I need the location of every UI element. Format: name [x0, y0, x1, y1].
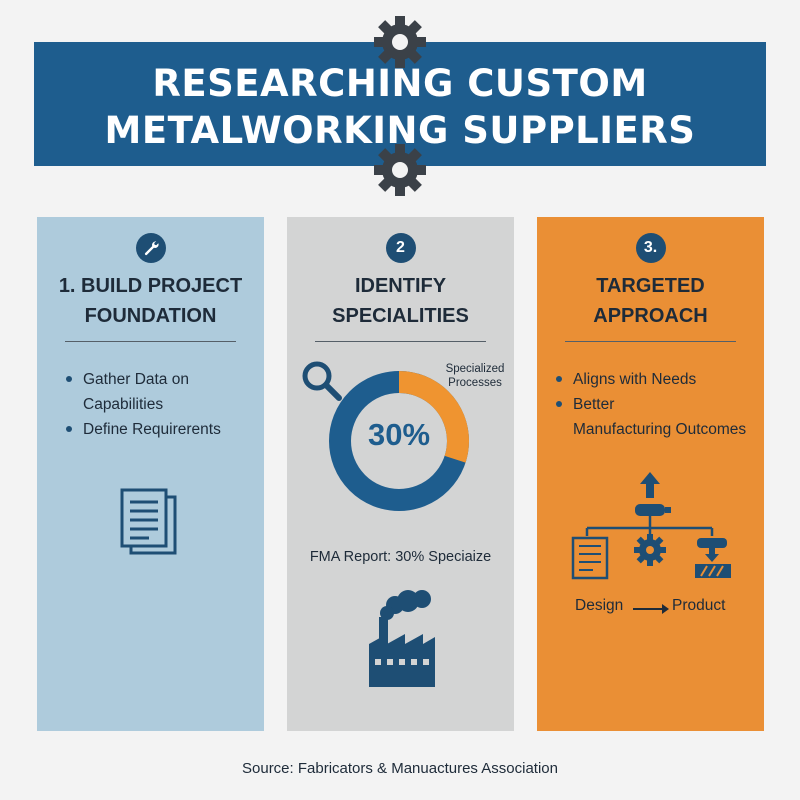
step-1-title-line-2: FOUNDATION	[84, 305, 217, 327]
fma-note: FMA Report: 30% Speciaize	[309, 549, 492, 565]
magnifier-icon	[302, 361, 342, 401]
step-2-panel: 2 IDENTIFY SPECIALITIES Specialized Proc…	[287, 217, 514, 731]
step-2-title-line-2: SPECIALITIES	[332, 305, 469, 327]
step-3-title-line-2: APPROACH	[593, 305, 708, 327]
specialization-donut	[329, 371, 469, 511]
factory-icon	[369, 590, 435, 687]
list-item: Aligns with Needs	[553, 367, 758, 392]
donut-label: Specialized Processes	[435, 362, 515, 390]
step-2-badge: 2	[385, 233, 416, 263]
bullet-text: Aligns with Needs	[573, 371, 697, 388]
page-title: RESEARCHING CUSTOM METALWORKING SUPPLIER…	[34, 60, 766, 154]
list-item: Gather Data on Capabilities	[63, 367, 252, 417]
gear-icon	[374, 16, 426, 68]
design-to-product-diagram	[571, 472, 731, 580]
bullet-text: Gather Data on	[83, 371, 189, 388]
step-1-title-line-1: 1. BUILD PROJECT	[58, 275, 243, 297]
wrench-icon	[144, 241, 159, 256]
list-item: Define Requirerents	[63, 417, 252, 442]
donut-percentage: 30%	[367, 417, 431, 452]
divider	[65, 341, 236, 342]
source-caption: Source: Fabricators & Manuactures Associ…	[242, 760, 558, 777]
gear-icon	[634, 534, 666, 566]
donut-label-line-1: Specialized	[445, 363, 505, 375]
bullet-text: Define Requirerents	[83, 421, 221, 438]
list-item: Better Manufacturing Outcomes	[553, 392, 758, 442]
step-2-title: IDENTIFY SPECIALITIES	[287, 271, 514, 331]
step-3-badge: 3.	[635, 233, 666, 263]
step-1-bullets: Gather Data on Capabilities Define Requi…	[63, 367, 252, 442]
bullet-text: Better	[573, 396, 615, 413]
step-3-title-line-1: TARGETED	[596, 275, 705, 297]
wrench-badge	[135, 233, 166, 263]
step-2-title-line-1: IDENTIFY	[354, 275, 447, 297]
donut-segment-specialized	[398, 371, 469, 463]
step-3-panel: 3. TARGETED APPROACH Aligns with Needs B…	[537, 217, 764, 731]
blueprint-icon	[571, 536, 609, 580]
title-line-1: RESEARCHING CUSTOM	[152, 62, 648, 105]
step-1-title: 1. BUILD PROJECT FOUNDATION	[37, 271, 264, 331]
bullet-text: Capabilities	[83, 396, 164, 413]
machine-icon	[695, 538, 731, 578]
bullet-text: Manufacturing Outcomes	[573, 421, 747, 438]
step-3-title: TARGETED APPROACH	[537, 271, 764, 331]
divider	[315, 341, 486, 342]
step-1-panel: 1. BUILD PROJECT FOUNDATION Gather Data …	[37, 217, 264, 731]
step-3-bullets: Aligns with Needs Better Manufacturing O…	[553, 367, 758, 442]
flow-arrow	[633, 604, 669, 614]
up-arrow-icon	[640, 472, 660, 498]
flow-label-product: Product	[672, 597, 726, 614]
documents-icon	[120, 488, 177, 555]
divider	[565, 341, 736, 342]
gear-icon	[374, 144, 426, 196]
donut-label-line-2: Processes	[448, 377, 502, 389]
product-icon	[635, 504, 671, 516]
flow-label-design: Design	[575, 597, 624, 614]
